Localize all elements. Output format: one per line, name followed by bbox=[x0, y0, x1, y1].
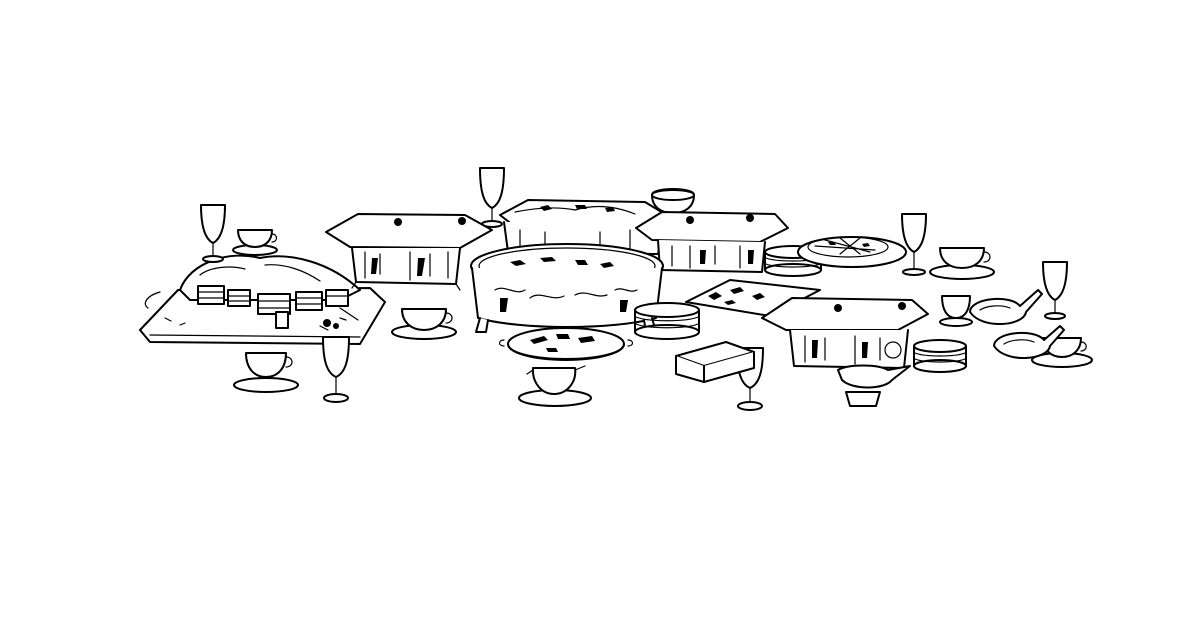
butter-dish bbox=[675, 341, 755, 383]
serving-spoon-icon bbox=[993, 325, 1065, 360]
chafing-dish-icon bbox=[325, 213, 493, 291]
chafing-dish-icon bbox=[761, 297, 929, 369]
chafing-dish-icon bbox=[635, 211, 789, 273]
large-round-chafer-icon bbox=[470, 243, 664, 333]
wine-glass-icon bbox=[479, 167, 505, 228]
serving-spoon-icon bbox=[969, 289, 1043, 326]
teacup-icon bbox=[233, 352, 299, 393]
plate-stack-icon bbox=[913, 339, 967, 373]
round-pie-dish-icon bbox=[797, 236, 907, 268]
wine-glass-icon bbox=[901, 213, 927, 276]
gravy-boat-icon bbox=[837, 364, 911, 407]
teacup-icon bbox=[232, 229, 278, 256]
wine-glass-icon bbox=[322, 336, 350, 403]
oval-platter-icon bbox=[498, 327, 634, 361]
teacup-icon bbox=[391, 308, 457, 340]
plate-stack-icon bbox=[634, 302, 700, 340]
serving-spoon-icon bbox=[144, 291, 359, 321]
wine-glass-icon bbox=[1042, 261, 1068, 320]
layer-cake-icon bbox=[179, 254, 361, 329]
teacup-icon bbox=[939, 295, 973, 327]
teacup-icon bbox=[929, 247, 995, 280]
gravy-boat-icon bbox=[518, 365, 592, 407]
wine-glass-icon bbox=[200, 204, 226, 263]
teacup-icon bbox=[651, 188, 695, 214]
